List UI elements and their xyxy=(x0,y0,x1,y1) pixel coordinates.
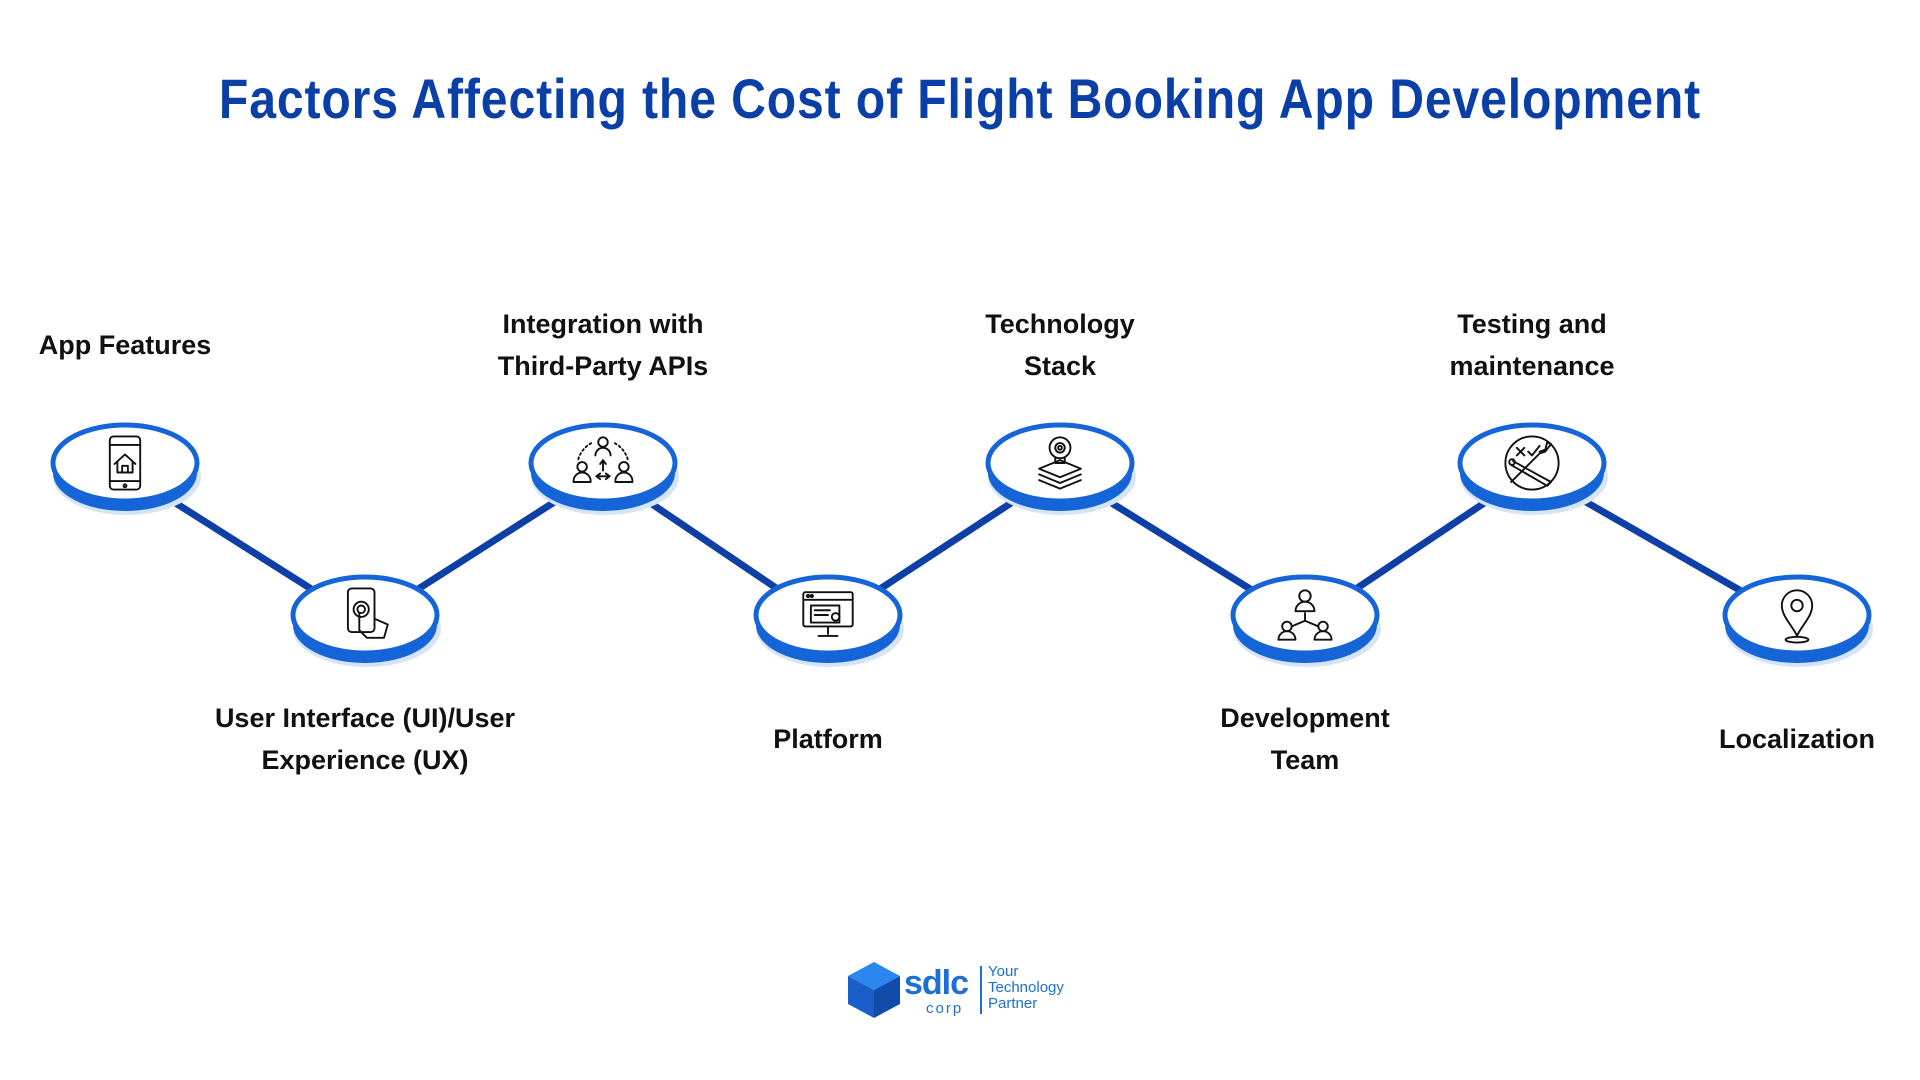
touchscreen-tap-icon xyxy=(346,587,389,639)
layers-gear-icon xyxy=(1038,436,1082,490)
logo-tagline-line: Technology xyxy=(988,979,1064,996)
step-label-line: maintenance xyxy=(1449,351,1615,381)
step-label-line: Localization xyxy=(1718,724,1876,754)
logo-tagline-line: Partner xyxy=(988,995,1038,1012)
brand-logo: sdlc corp Your Technology Partner xyxy=(846,960,1086,1024)
step-label: Platform xyxy=(773,718,883,760)
step-node xyxy=(1722,574,1873,667)
step-label-line: Platform xyxy=(773,724,883,754)
logo-tagline: Your Technology Partner xyxy=(988,964,1064,1012)
step-label: Testing and maintenance xyxy=(1449,303,1614,387)
team-hierarchy-icon xyxy=(1277,589,1333,641)
step-label-line: Technology xyxy=(985,309,1135,339)
step-label-line: Testing and xyxy=(1457,309,1607,339)
step-label-line: Stack xyxy=(1023,351,1097,381)
step-node xyxy=(1457,422,1608,515)
step-node xyxy=(985,422,1136,515)
smartphone-home-icon xyxy=(108,435,142,491)
location-pin-icon xyxy=(1780,589,1814,644)
logo-brand: sdlc xyxy=(904,964,969,1002)
step-node xyxy=(528,422,679,515)
step-node xyxy=(50,422,201,515)
step-label-line: Integration with xyxy=(502,309,704,339)
step-node xyxy=(1230,574,1381,667)
logo-tagline-line: Your xyxy=(988,963,1019,980)
page-title: Factors Affecting the Cost of Flight Boo… xyxy=(218,67,1702,130)
disc-top xyxy=(1457,422,1607,504)
step-label: Localization xyxy=(1719,718,1875,760)
logo-divider xyxy=(980,966,982,1014)
step-label-line: User Interface (UI)/User xyxy=(214,703,516,733)
monitor-code-icon xyxy=(802,591,854,637)
step-label-line: Experience (UX) xyxy=(261,745,469,775)
people-network-icon xyxy=(572,436,634,483)
tools-check-icon xyxy=(1504,435,1560,491)
disc-top xyxy=(1722,574,1872,656)
step-label-line: Development xyxy=(1220,703,1390,733)
cube-logo-icon xyxy=(848,962,900,1018)
disc-top xyxy=(50,422,200,504)
step-label-line: Third-Party APIs xyxy=(497,351,709,381)
step-node xyxy=(753,574,904,667)
step-label-line: App Features xyxy=(38,330,212,360)
step-label-line: Team xyxy=(1270,745,1340,775)
logo-sub: corp xyxy=(926,1000,964,1017)
step-label: App Features xyxy=(39,324,212,366)
step-node xyxy=(290,574,441,667)
